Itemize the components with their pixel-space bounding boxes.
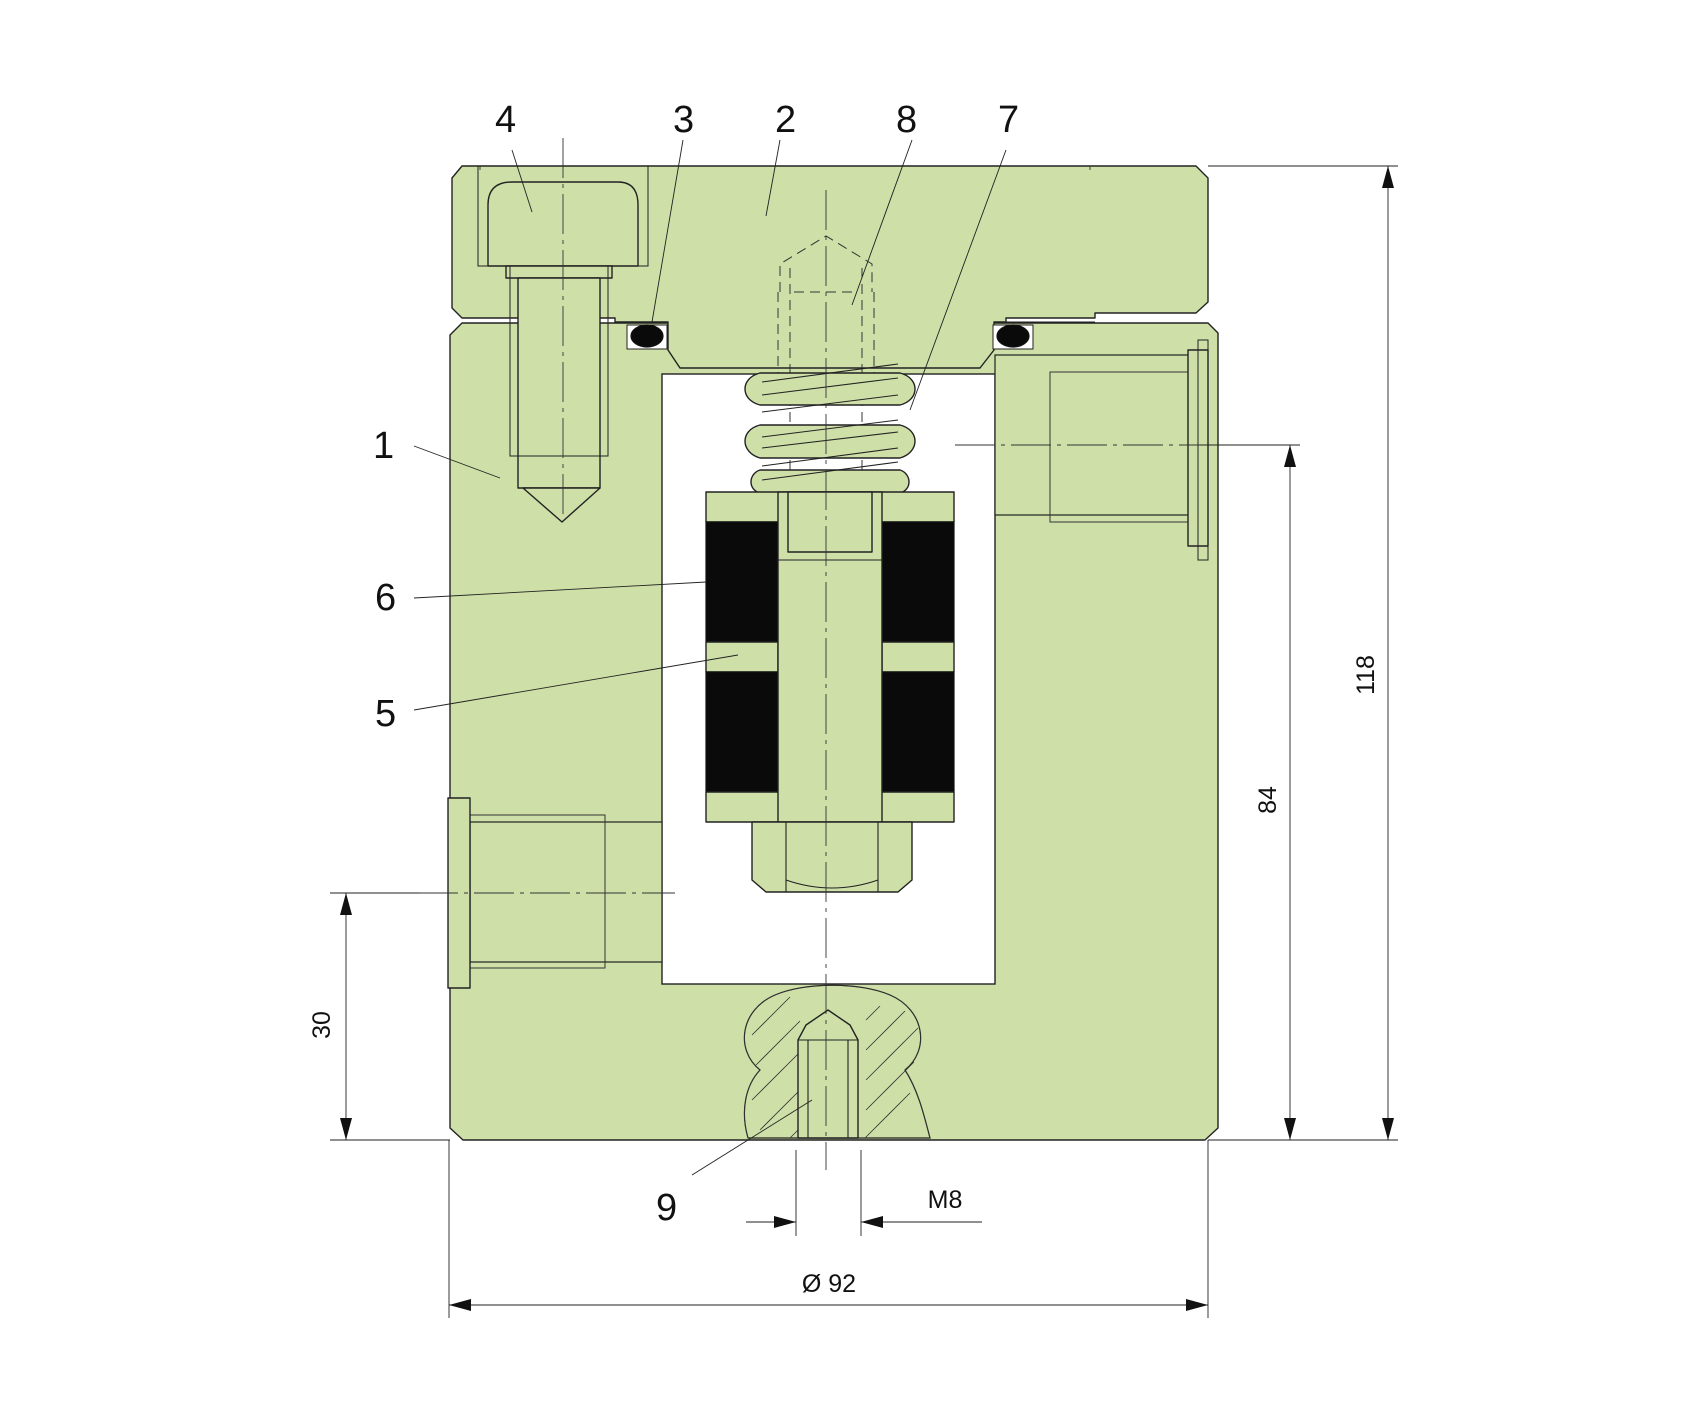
- callout-5: 5: [375, 693, 396, 735]
- callout-7: 7: [998, 99, 1019, 141]
- dim-84: 84: [1254, 786, 1282, 814]
- dim-30: 30: [308, 1011, 336, 1039]
- callout-2: 2: [775, 99, 796, 141]
- dim-118: 118: [1352, 655, 1380, 695]
- callout-8: 8: [896, 99, 917, 141]
- callout-4: 4: [495, 99, 516, 141]
- callout-3: 3: [673, 99, 694, 141]
- callout-9: 9: [656, 1187, 677, 1229]
- center-lines: [418, 138, 1200, 1170]
- cap-screw: [477, 165, 649, 523]
- dimension-lines: [330, 165, 1398, 1318]
- bottom-plug: [743, 984, 931, 1139]
- dimension-labels: 118 84 30 Ø 92 M8: [308, 655, 1380, 1298]
- callout-6: 6: [375, 577, 396, 619]
- dim-diameter-92: Ø 92: [802, 1270, 856, 1298]
- callout-labels: 1 2 3 4 5 6 7 8 9: [373, 99, 1019, 1229]
- spring: [744, 363, 916, 494]
- callout-1: 1: [373, 425, 394, 467]
- right-port: [994, 339, 1209, 561]
- dim-m8: M8: [928, 1186, 963, 1214]
- o-ring-seals: [626, 324, 1034, 350]
- piston-assembly: [705, 491, 955, 893]
- left-port: [447, 797, 663, 989]
- leader-lines: [413, 139, 1007, 1176]
